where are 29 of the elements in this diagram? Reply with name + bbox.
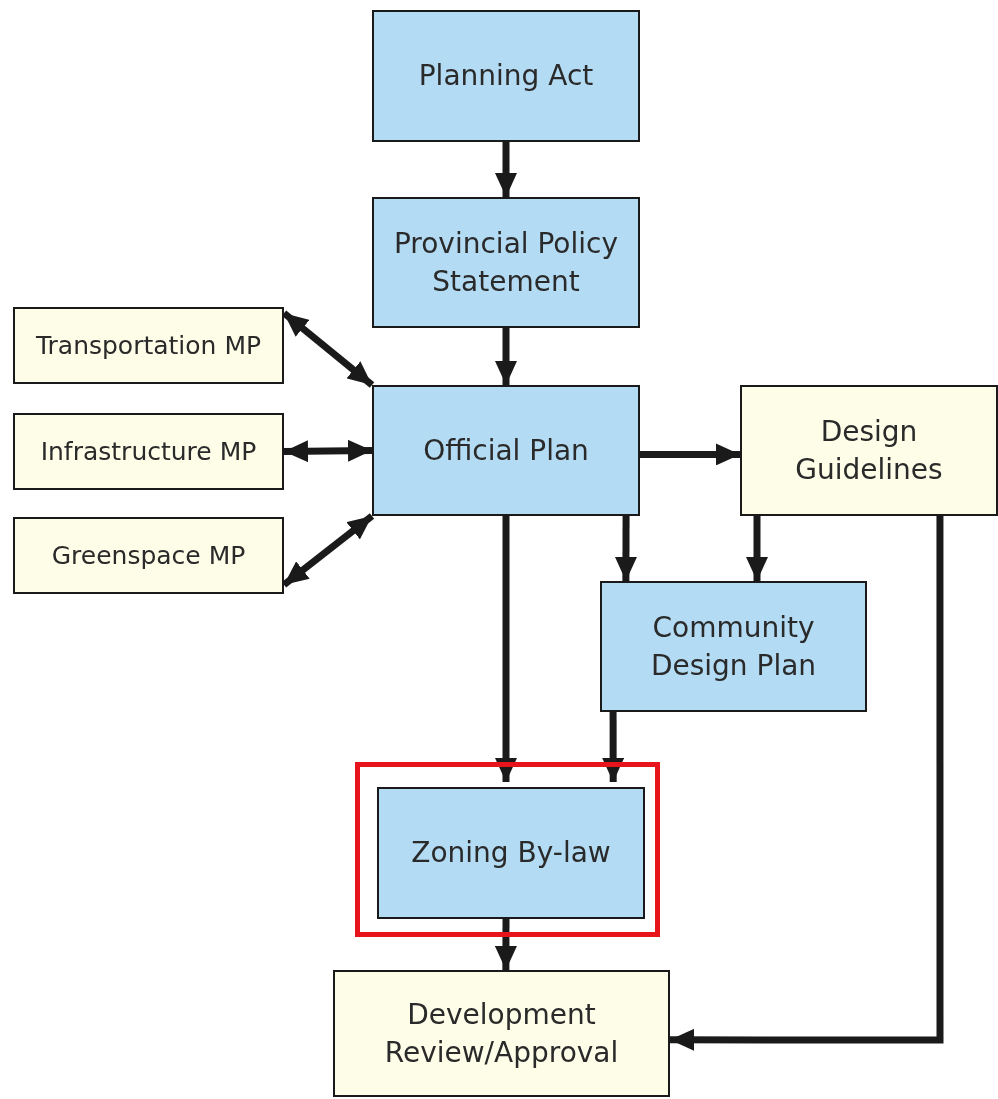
process-box — [13, 517, 284, 594]
arrow — [495, 328, 517, 385]
process-box — [377, 787, 645, 919]
node-label: Provincial Policy Statement — [392, 225, 620, 300]
arrow — [746, 516, 768, 581]
node-label: Zoning By-law — [410, 835, 612, 872]
node-label: Transportation MP — [34, 329, 263, 362]
node-label: Infrastructure MP — [39, 435, 258, 468]
process-box — [372, 385, 640, 516]
arrow — [281, 310, 375, 388]
process-box — [333, 970, 670, 1097]
arrow — [614, 516, 637, 581]
node-label: Greenspace MP — [50, 539, 247, 572]
arrow — [283, 439, 373, 463]
process-box — [740, 385, 998, 516]
node-label: Development Review/Approval — [383, 996, 620, 1071]
process-box — [372, 10, 640, 142]
process-box — [600, 581, 867, 712]
process-box — [13, 413, 284, 490]
node-label: Official Plan — [422, 432, 590, 469]
arrow — [670, 516, 944, 1051]
arrow — [495, 142, 517, 197]
process-box — [372, 197, 640, 328]
highlight-box — [355, 762, 660, 937]
node-label: Design Guidelines — [794, 413, 944, 488]
arrow — [640, 443, 740, 466]
node-label: Community Design Plan — [649, 609, 818, 684]
node-label: Planning Act — [417, 58, 595, 95]
process-box — [13, 307, 284, 384]
